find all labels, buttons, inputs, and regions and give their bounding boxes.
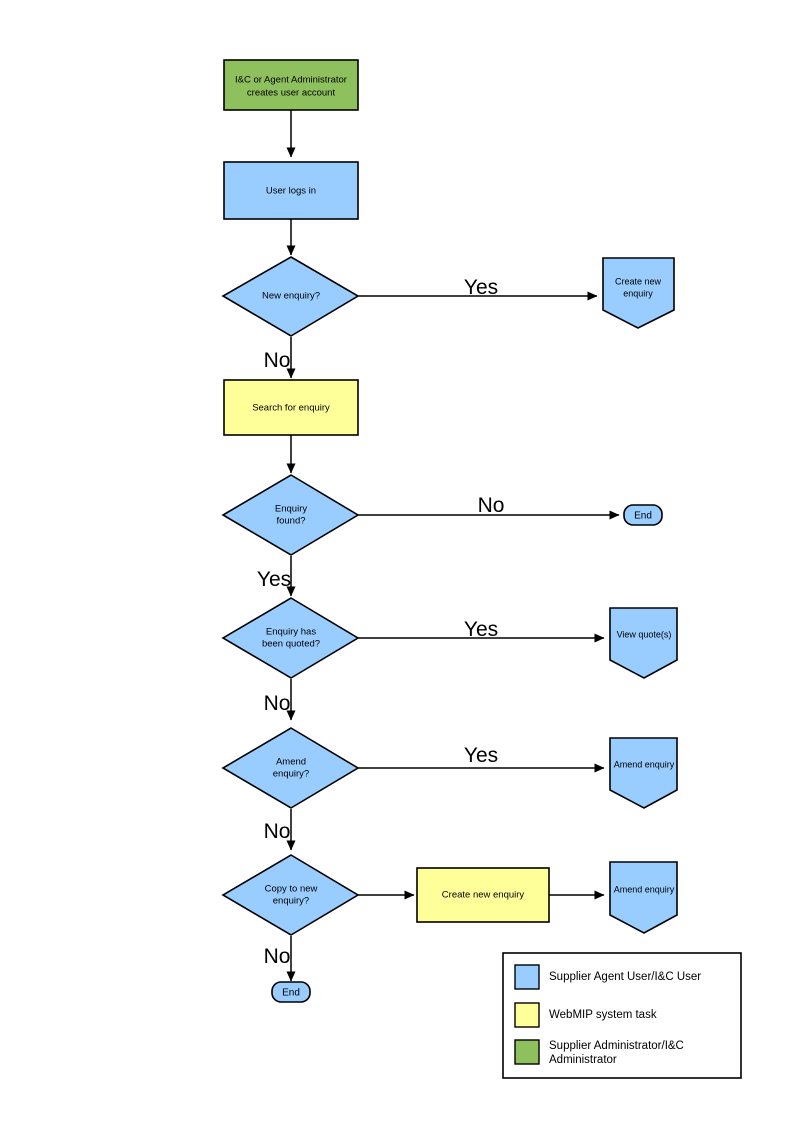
enquiry-found-decision-label-line1: Enquiry — [275, 504, 307, 515]
search-for-enquiry-label: Search for enquiry — [252, 403, 330, 414]
enquiry-found-decision-shape — [221, 474, 360, 556]
enquiry-quoted-decision-shape — [221, 597, 360, 679]
legend-label-green-line2: Administrator — [549, 1054, 617, 1066]
amend-enquiry-pennant-shape — [609, 737, 678, 809]
view-quotes-pennant-label: View quote(s) — [617, 629, 672, 639]
edge-label-enquiry-quoted-no: No — [264, 692, 291, 715]
amend-enquiry-pennant-label: Amend enquiry — [614, 759, 675, 769]
amend-enquiry-pennant-2-label: Amend enquiry — [614, 884, 675, 894]
legend-swatch-yellow — [514, 1002, 540, 1028]
legend-swatch-blue — [514, 964, 540, 990]
end-top-label: End — [634, 511, 652, 522]
admin-creates-account-label-line2: creates user account — [247, 88, 336, 99]
create-new-enquiry-task-label: Create new enquiry — [442, 890, 525, 901]
end-top-shape — [623, 504, 663, 526]
legend-item-supplier-agent-user: Supplier Agent User/I&C User — [514, 964, 701, 990]
admin-creates-account-label-line1: I&C or Agent Administrator — [235, 75, 347, 86]
user-logs-in-shape — [223, 161, 359, 220]
create-new-enquiry-pennant-label-line1: Create new — [615, 276, 662, 286]
node-create-new-enquiry-task[interactable]: Create new enquiry — [416, 867, 550, 923]
node-view-quotes-pennant[interactable]: View quote(s) — [609, 607, 678, 679]
enquiry-found-decision-label-line2: found? — [276, 516, 305, 527]
legend-container — [502, 952, 742, 1079]
end-bottom-label: End — [282, 988, 300, 999]
node-enquiry-found-decision[interactable]: Enquiry found? — [221, 474, 360, 556]
node-amend-enquiry-pennant-2[interactable]: Amend enquiry — [609, 861, 678, 934]
edge-label-group: Yes No No Yes Yes No Yes No No — [257, 276, 505, 968]
node-amend-enquiry-decision[interactable]: Amend enquiry? — [221, 727, 360, 809]
node-end-top[interactable]: End — [623, 504, 663, 526]
edge-label-enquiry-found-no: No — [478, 494, 505, 517]
new-enquiry-decision-label: New enquiry? — [262, 291, 320, 302]
copy-to-new-enquiry-decision-label-line2: enquiry? — [273, 896, 309, 907]
node-copy-to-new-enquiry-decision[interactable]: Copy to new enquiry? — [221, 854, 360, 936]
end-bottom-shape — [271, 981, 311, 1003]
legend-label-yellow: WebMIP system task — [549, 1009, 657, 1021]
new-enquiry-decision-shape — [221, 256, 360, 337]
node-user-logs-in[interactable]: User logs in — [223, 161, 359, 220]
node-search-for-enquiry[interactable]: Search for enquiry — [223, 379, 359, 436]
edge-label-amend-enquiry-no: No — [264, 820, 291, 843]
node-amend-enquiry-pennant[interactable]: Amend enquiry — [609, 737, 678, 809]
edge-label-new-enquiry-yes: Yes — [464, 276, 498, 299]
view-quotes-pennant-shape — [609, 607, 678, 679]
edge-label-new-enquiry-no: No — [264, 349, 291, 372]
search-for-enquiry-shape — [223, 379, 359, 436]
node-admin-creates-account[interactable]: I&C or Agent Administrator creates user … — [223, 59, 359, 111]
enquiry-quoted-decision-label-line1: Enquiry has — [266, 627, 316, 638]
legend-item-supplier-administrator: Supplier Administrator/I&C Administrator — [514, 1039, 684, 1066]
edge-label-enquiry-quoted-yes: Yes — [464, 618, 498, 641]
create-new-enquiry-pennant-shape — [602, 257, 675, 329]
legend-label-blue: Supplier Agent User/I&C User — [549, 971, 701, 983]
node-create-new-enquiry-pennant[interactable]: Create new enquiry — [602, 257, 675, 329]
create-new-enquiry-pennant-label-line2: enquiry — [623, 288, 653, 298]
user-logs-in-label: User logs in — [266, 186, 316, 197]
copy-to-new-enquiry-decision-shape — [221, 854, 360, 936]
legend-label-green-line1: Supplier Administrator/I&C — [549, 1040, 684, 1052]
node-new-enquiry-decision[interactable]: New enquiry? — [221, 256, 360, 337]
edge-group — [286, 110, 620, 982]
edge-label-enquiry-found-yes: Yes — [257, 568, 291, 591]
amend-enquiry-decision-shape — [221, 727, 360, 809]
admin-creates-account-shape — [223, 59, 359, 111]
node-enquiry-quoted-decision[interactable]: Enquiry has been quoted? — [221, 597, 360, 679]
node-end-bottom[interactable]: End — [271, 981, 311, 1003]
amend-enquiry-decision-label-line1: Amend — [276, 757, 306, 768]
legend: Supplier Agent User/I&C User WebMIP syst… — [502, 952, 742, 1079]
legend-swatch-green — [514, 1039, 540, 1065]
edge-label-amend-enquiry-yes: Yes — [464, 744, 498, 767]
amend-enquiry-pennant-2-shape — [609, 861, 678, 934]
create-new-enquiry-task-shape — [416, 867, 550, 923]
enquiry-quoted-decision-label-line2: been quoted? — [262, 639, 320, 650]
amend-enquiry-decision-label-line2: enquiry? — [273, 769, 309, 780]
legend-item-webmip-system-task: WebMIP system task — [514, 1002, 657, 1028]
copy-to-new-enquiry-decision-label-line1: Copy to new — [265, 884, 318, 895]
edge-label-copy-to-new-no: No — [264, 945, 291, 968]
